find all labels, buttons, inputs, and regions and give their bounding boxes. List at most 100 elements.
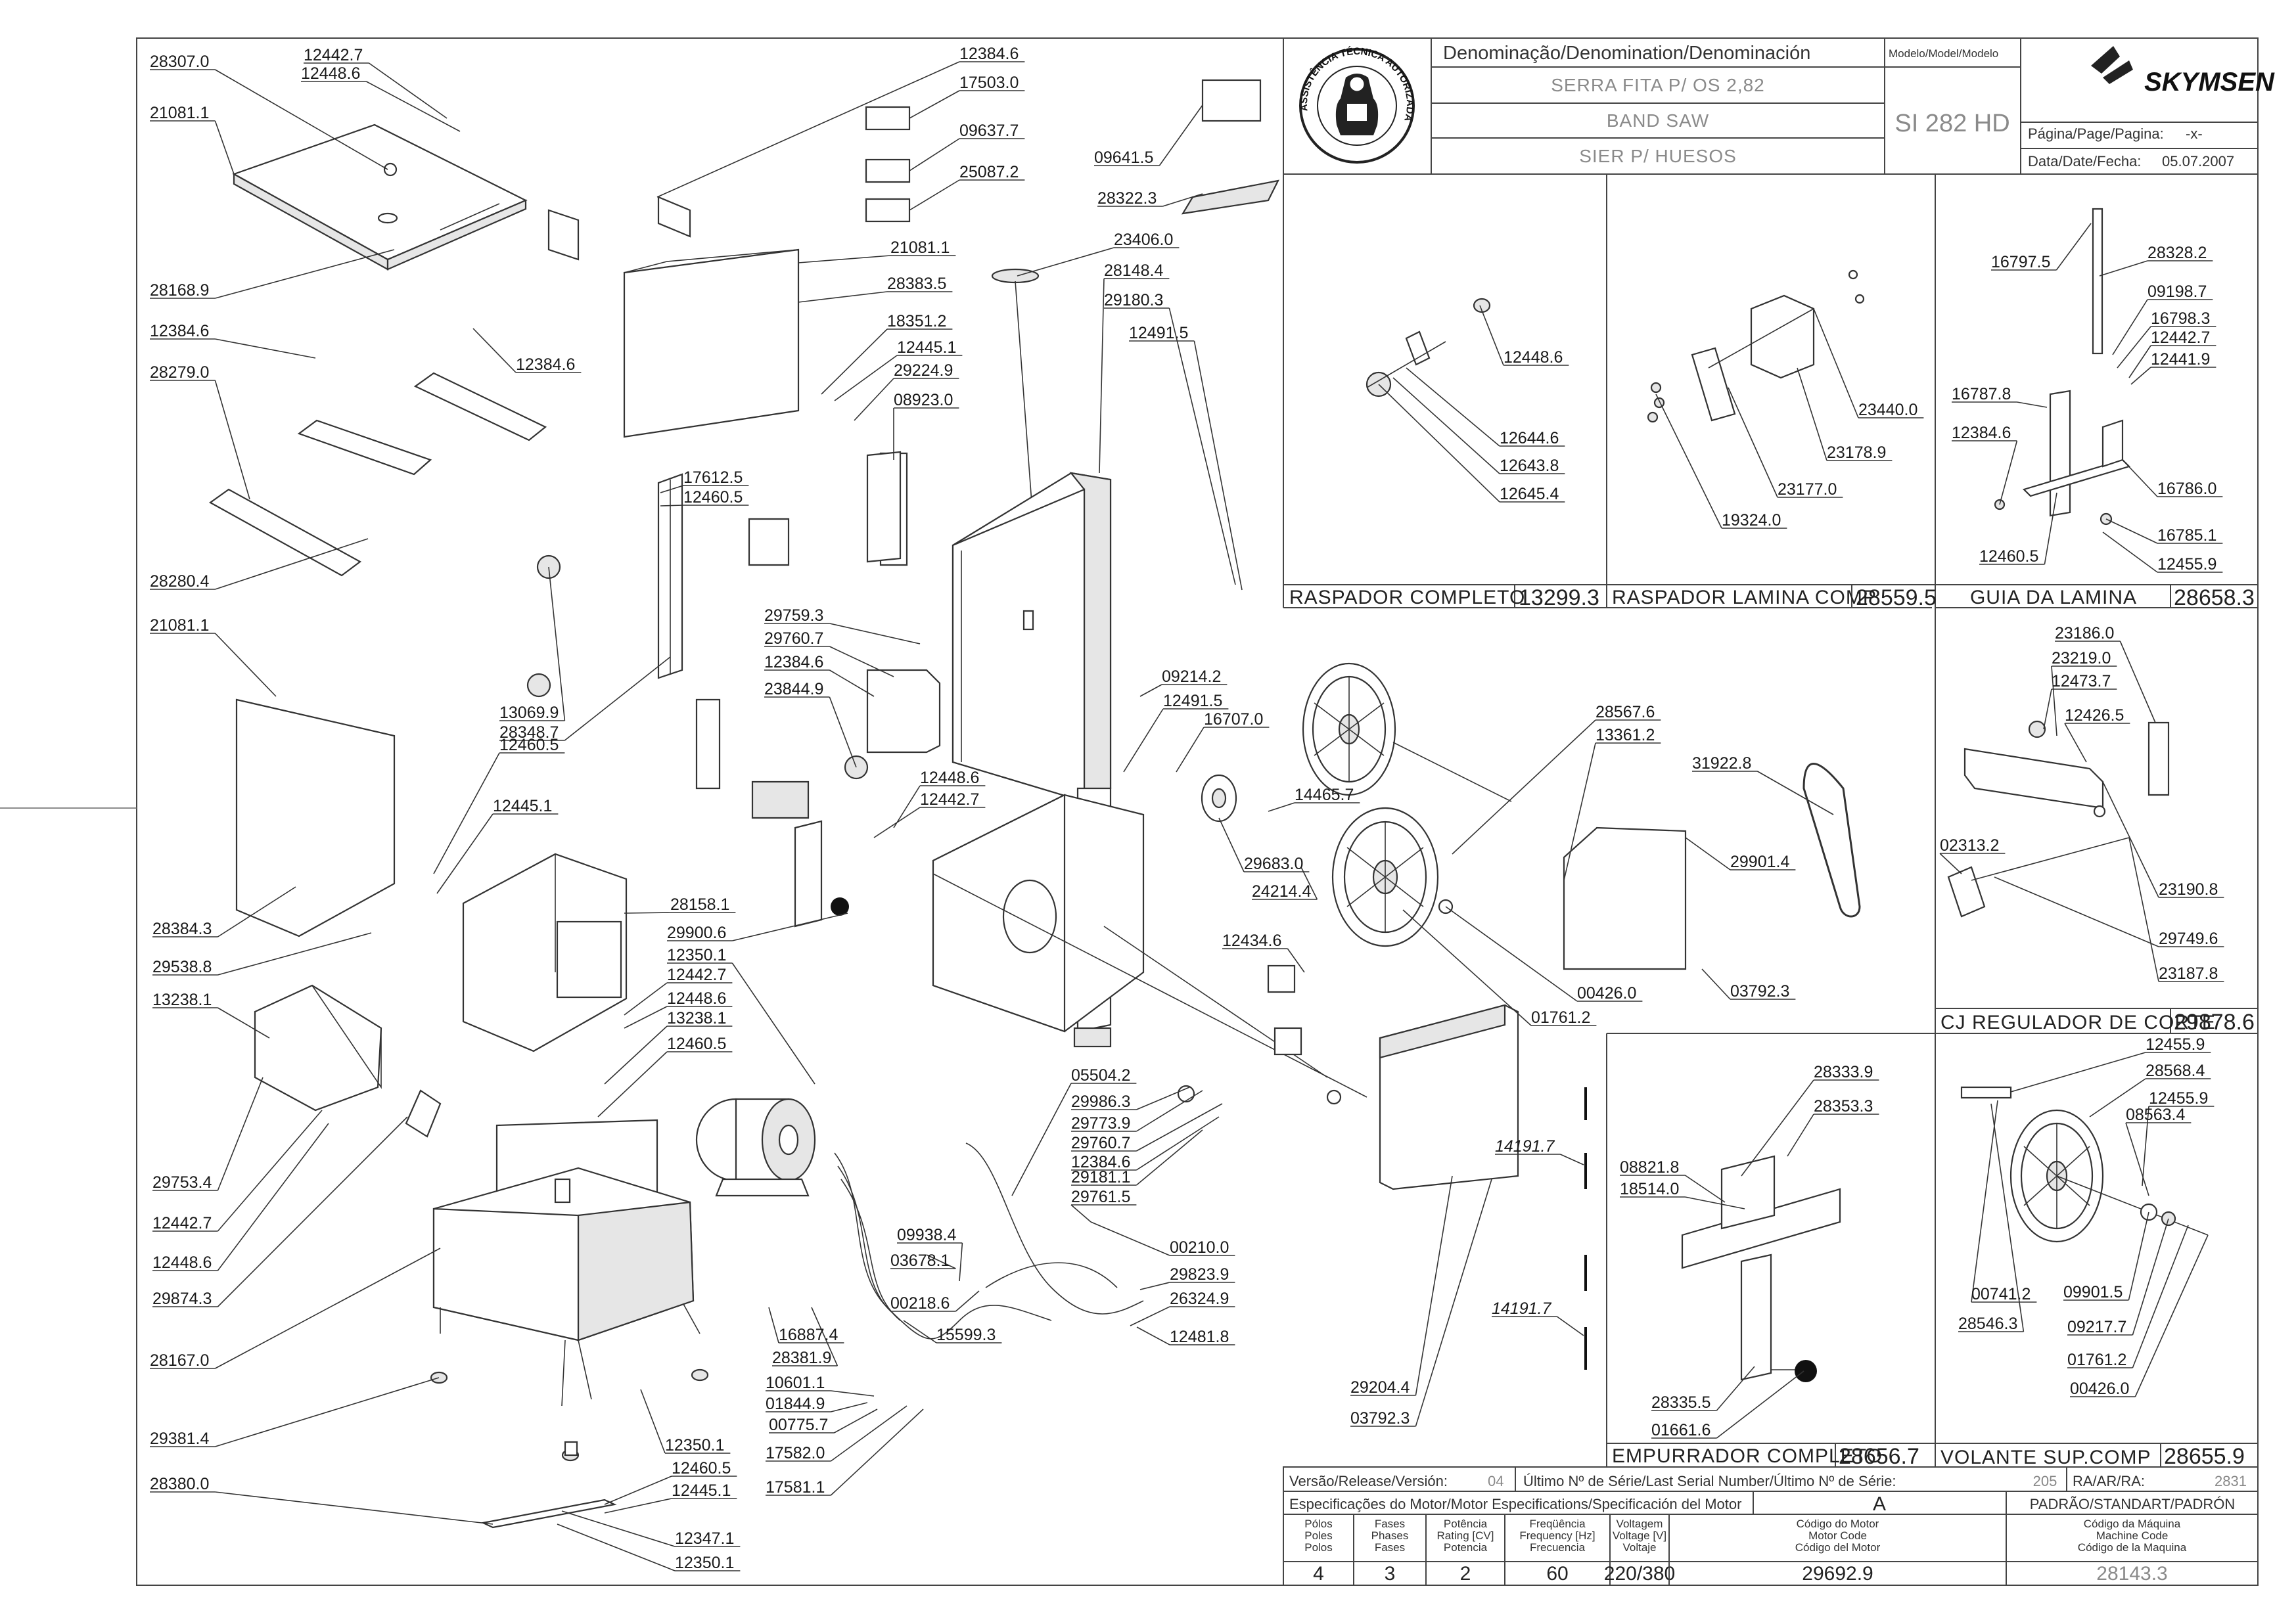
part-label: 12445.1 [672, 1481, 731, 1500]
empurrador-drawing [1681, 1155, 1841, 1382]
leader-line [1701, 968, 1731, 1000]
release-label: Versão/Release/Versión: [1289, 1473, 1448, 1489]
logo-decal [1181, 179, 1279, 215]
leader-line [2043, 688, 2052, 730]
leader-line [1159, 104, 1203, 166]
part-label: 03792.3 [1350, 1409, 1410, 1428]
denomination-header: Denominação/Denomination/Denominación [1443, 43, 1810, 64]
leader-line [1218, 817, 1245, 872]
part-label: 23178.9 [1827, 443, 1886, 462]
spec-header-4-h1: Voltagem [1617, 1518, 1663, 1530]
part-label: 16787.8 [1952, 385, 2011, 403]
leader-line [1011, 1083, 1072, 1196]
part-label: 28280.4 [150, 572, 209, 591]
part-label: 12442.7 [152, 1214, 212, 1232]
spec-header-1-h3: Fases [1375, 1541, 1405, 1554]
spec-header-2-h2: Rating [CV] [1437, 1529, 1494, 1542]
part-label: 00426.0 [1577, 984, 1636, 1003]
leader-line [366, 81, 461, 132]
leader-line [1136, 1326, 1170, 1345]
part-label: 29760.7 [764, 629, 823, 648]
leader-line [1176, 727, 1205, 773]
part-label: 29761.5 [1071, 1188, 1130, 1206]
part-label: 18351.2 [887, 312, 946, 330]
part-label: 05504.2 [1071, 1066, 1130, 1085]
leader-line [2128, 837, 2159, 982]
part-label: 29823.9 [1170, 1265, 1229, 1284]
standard-code: A [1873, 1493, 1886, 1515]
upper-wheel [1302, 662, 1512, 802]
leader-line [561, 1510, 676, 1547]
base-cabinet [430, 1119, 709, 1462]
part-label: 15599.3 [936, 1326, 996, 1344]
leader-line [1130, 1306, 1170, 1326]
leader-line [909, 179, 960, 211]
leader-line [1392, 377, 1500, 474]
leader-line [2089, 1078, 2146, 1117]
part-label: 12643.8 [1500, 457, 1559, 475]
part-label: 23844.9 [764, 680, 823, 698]
part-label: 29986.3 [1071, 1093, 1130, 1111]
part-label: 16797.5 [1991, 253, 2050, 271]
section-name-raspador: RASPADOR COMPLETO [1289, 587, 1525, 608]
spec-header-3-h1: Freqüência [1529, 1518, 1586, 1530]
motor-spec-label: Especificações do Motor/Motor Especifica… [1289, 1496, 1741, 1512]
spec-header-6-h3: Código de la Maquina [2078, 1541, 2187, 1554]
leader-line [215, 1491, 494, 1525]
leader-line [548, 566, 566, 721]
title-block: Denominação/Denomination/Denominación Mo… [1283, 37, 2275, 175]
spec-header-6-h2: Machine Code [2096, 1529, 2169, 1542]
leader-line [215, 538, 369, 590]
part-label: 12491.5 [1129, 324, 1188, 342]
part-label: 29753.4 [152, 1173, 212, 1192]
leader-line [1716, 1366, 1755, 1411]
part-label: 17581.1 [766, 1478, 825, 1497]
leader-line [1415, 1179, 1492, 1427]
wheel-cover-upper [1563, 826, 1687, 970]
part-label: 29773.9 [1071, 1114, 1130, 1133]
part-label: 01661.6 [1651, 1421, 1711, 1439]
leader-line [624, 1006, 668, 1029]
leader-line [955, 1290, 980, 1312]
part-label: 16707.0 [1204, 710, 1263, 729]
leader-line [2119, 641, 2156, 723]
leader-line [903, 1320, 937, 1343]
part-label: 18514.0 [1620, 1180, 1679, 1198]
leader-line [604, 1026, 668, 1085]
leader-line [214, 633, 277, 697]
section-name-raspador-lamina: RASPADOR LAMINA COMP [1612, 587, 1877, 608]
leader-line [1556, 1316, 1584, 1336]
part-label: 29760.7 [1071, 1134, 1130, 1152]
leader-line [1099, 278, 1105, 474]
leader-line [2134, 1234, 2209, 1397]
spec-value-3: 60 [1546, 1563, 1568, 1585]
label-plate-4 [1201, 79, 1262, 122]
page-value: -x- [2186, 125, 2203, 142]
part-label: 29204.4 [1350, 1378, 1410, 1397]
leader-line [830, 1405, 907, 1462]
leader-line [2142, 1106, 2149, 1186]
part-label: 28328.2 [2147, 244, 2207, 262]
leader-line [2132, 1218, 2169, 1336]
release-value: 04 [1488, 1473, 1504, 1489]
leader-line [2132, 1225, 2189, 1368]
part-label: 28568.4 [2146, 1062, 2205, 1080]
part-label: 29181.1 [1071, 1168, 1130, 1186]
leader-line [829, 669, 875, 697]
part-label: 28567.6 [1596, 703, 1655, 721]
part-label: 16798.3 [2151, 309, 2210, 328]
leader-line [2064, 723, 2087, 763]
leader-line [1090, 1221, 1170, 1256]
leader-line [1406, 367, 1500, 447]
part-label: 08821.8 [1620, 1158, 1679, 1177]
part-label: 12350.1 [667, 946, 726, 964]
part-label: 12442.7 [304, 46, 363, 64]
part-label: 28333.9 [1814, 1063, 1873, 1081]
volante-sup-drawing [1960, 1086, 2209, 1243]
leader-line [798, 291, 888, 303]
part-label: 21081.1 [890, 238, 950, 257]
part-label: 12347.1 [675, 1529, 734, 1548]
part-label: 09641.5 [1094, 148, 1153, 167]
subpanel-grid [1283, 174, 2258, 1467]
